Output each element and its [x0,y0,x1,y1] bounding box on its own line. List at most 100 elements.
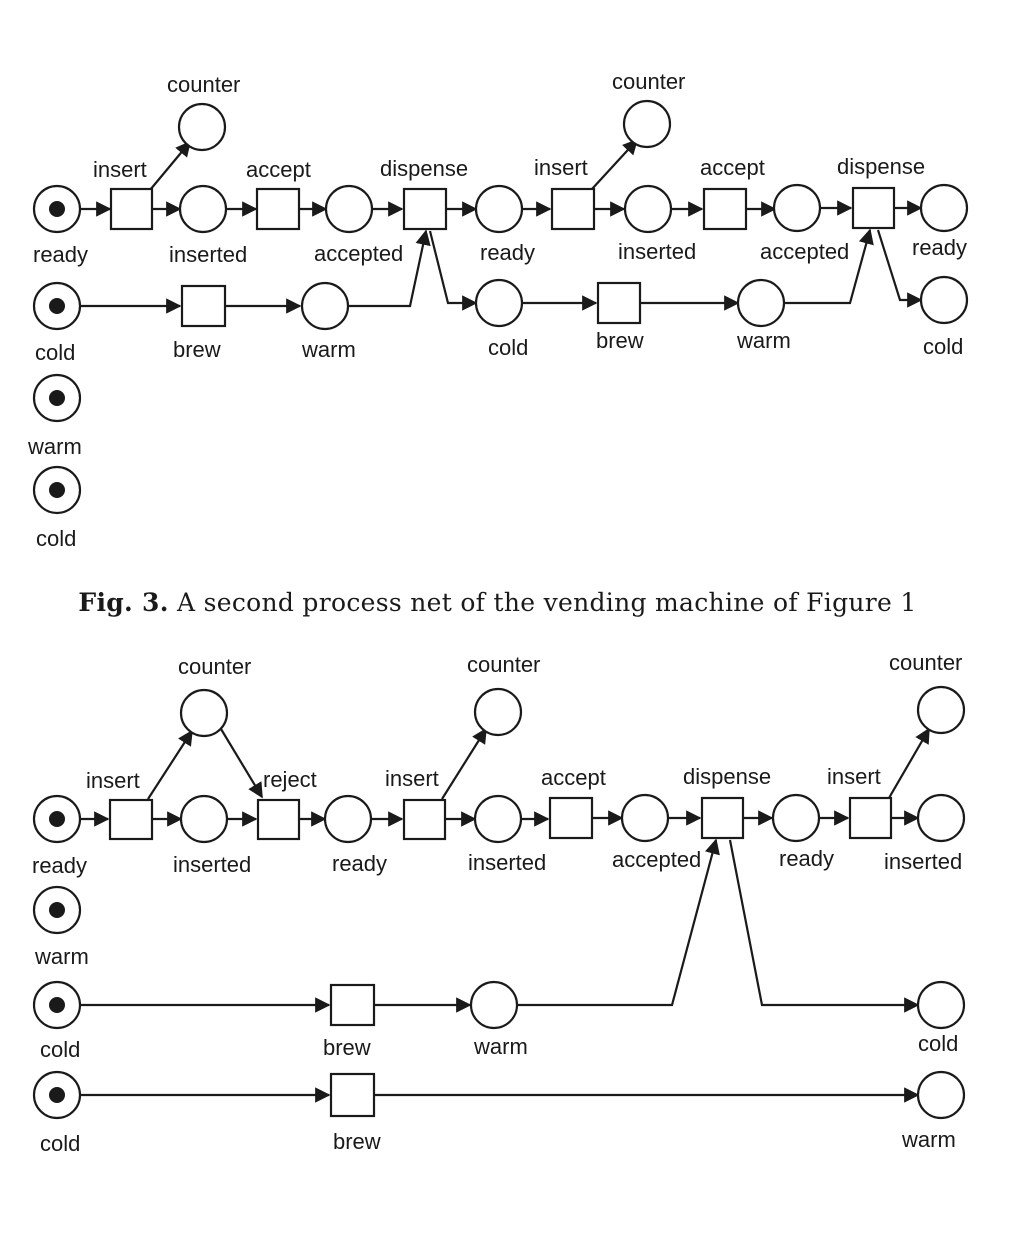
label-counter: counter [889,650,962,675]
transition-insert-b [402,798,447,841]
label-cold: cold [923,334,963,359]
transition-accept-2 [702,187,748,231]
label-insert: insert [86,768,140,793]
place-ready-1 [474,184,524,234]
arc-dispense-cold [728,839,920,1013]
arc-dispense-cold [428,230,478,311]
label-counter: counter [178,654,251,679]
place-counter-b [473,687,523,737]
place-ready-1 [323,794,373,844]
arc-insert-counter [149,140,191,191]
place-accepted [620,793,670,843]
label-brew: brew [173,337,221,362]
arc-warm2-dispense2 [783,228,874,305]
token [49,811,65,827]
place-warm-2 [736,278,786,328]
token [49,298,65,314]
label-cold: cold [918,1031,958,1056]
label-ready: ready [33,242,88,267]
process-net-bottom: counter counter counter insert reject in… [32,650,966,1156]
place-counter-1 [177,102,227,152]
arc-warm-dispense [348,229,431,308]
label-warm: warm [473,1034,528,1059]
label-dispense: dispense [837,154,925,179]
label-cold: cold [40,1037,80,1062]
label-cold: cold [35,340,75,365]
transition-reject [256,798,301,841]
place-cold-1 [474,278,524,328]
place-inserted-a [179,794,229,844]
label-dispense: dispense [683,764,771,789]
label-inserted: inserted [468,850,546,875]
token [49,997,65,1013]
label-counter: counter [167,72,240,97]
place-warm-a [469,980,519,1030]
place-inserted-2 [623,184,673,234]
place-inserted-1 [178,184,228,234]
label-insert: insert [827,764,881,789]
transition-insert-a [108,798,154,841]
label-dispense: dispense [380,156,468,181]
arc-insert-counter [147,729,193,800]
arc-warm-dispense [517,838,720,1007]
label-accept: accept [246,157,311,182]
place-cold-a [916,980,966,1030]
label-inserted: inserted [884,849,962,874]
place-counter-a [179,688,229,738]
arc-insert3-counter3 [888,727,930,799]
arc-counter-reject [220,728,263,799]
token [49,390,65,406]
label-reject: reject [263,767,317,792]
transition-insert-1 [109,187,154,231]
label-insert: insert [93,157,147,182]
label-cold: cold [36,526,76,551]
label-warm: warm [301,337,356,362]
transition-brew-b [329,1072,376,1118]
label-ready: ready [32,853,87,878]
label-cold: cold [40,1131,80,1156]
label-counter: counter [467,652,540,677]
label-warm: warm [34,944,89,969]
label-inserted: inserted [169,242,247,267]
label-brew: brew [333,1129,381,1154]
process-net-fig3: counter counter insert accept dispense i… [27,69,969,551]
label-inserted: inserted [618,239,696,264]
place-ready-2 [919,183,969,233]
figure-number: Fig. 3. [78,588,169,617]
place-warm-b [916,1070,966,1120]
transition-brew-1 [180,284,227,328]
transition-insert-2 [550,187,596,231]
transition-dispense-1 [402,187,448,231]
place-warm-1 [300,281,350,331]
label-warm: warm [27,434,82,459]
label-cold: cold [488,335,528,360]
figure-caption: Fig. 3. A second process net of the vend… [0,588,995,617]
label-brew: brew [323,1035,371,1060]
place-accepted-2 [772,183,822,233]
arc-insert2-counter2 [591,138,639,190]
transition-brew-a [329,983,376,1027]
label-counter: counter [612,69,685,94]
label-accepted: accepted [612,847,701,872]
token [49,201,65,217]
place-counter-c [916,685,966,735]
transition-dispense [700,796,745,840]
token [49,482,65,498]
label-accepted: accepted [760,239,849,264]
arc-insert2-counter2 [441,727,487,800]
place-accepted-1 [324,184,374,234]
arc-dispense2-cold2 [876,229,923,308]
transition-insert-c [848,796,893,840]
label-accepted: accepted [314,241,403,266]
place-cold-2 [919,275,969,325]
label-brew: brew [596,328,644,353]
label-warm: warm [736,328,791,353]
token [49,902,65,918]
label-ready: ready [332,851,387,876]
label-inserted: inserted [173,852,251,877]
label-insert: insert [534,155,588,180]
caption-text: A second process net of the vending mach… [177,588,917,617]
label-accept: accept [700,155,765,180]
